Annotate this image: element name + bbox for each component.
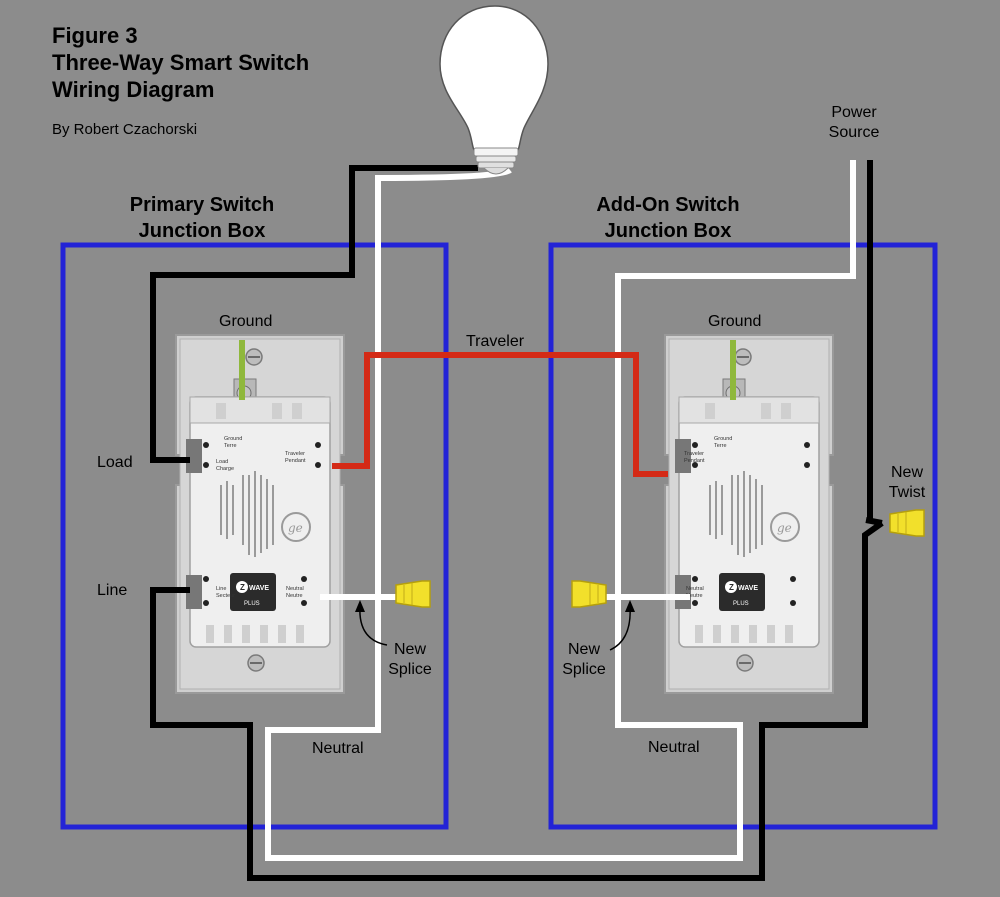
primary-wire-nut-icon — [395, 580, 431, 608]
traveler-wire — [332, 352, 668, 477]
primary-device-charge-text: Charge — [216, 466, 234, 472]
new-twist-line2: Twist — [888, 484, 926, 501]
addon-new-splice-line2: Splice — [562, 661, 606, 678]
traveler-label: Traveler — [466, 333, 525, 350]
addon-device-terre-text: Terre — [714, 443, 727, 449]
primary-new-splice-line1: New — [393, 641, 426, 658]
addon-ground-label: Ground — [708, 313, 762, 330]
addon-smart-switch — [664, 334, 834, 694]
addon-new-splice-label: New Splice — [554, 640, 614, 680]
line-label: Line — [97, 582, 128, 599]
primary-device-pendant-text: Pendant — [285, 458, 306, 464]
addon-box-title-line2: Junction Box — [604, 220, 732, 242]
light-bulb-icon — [439, 5, 549, 175]
primary-smart-switch — [175, 334, 345, 694]
figure-title-line3: Wiring Diagram — [52, 77, 215, 102]
addon-device-ground-text: Ground — [714, 436, 732, 442]
primary-splice-arrow — [355, 600, 388, 646]
primary-device-load-text: Load — [216, 459, 228, 465]
primary-device-neutre-text: Neutre — [286, 593, 303, 599]
primary-new-splice-label: New Splice — [380, 640, 440, 680]
primary-ground-label: Ground — [219, 313, 273, 330]
primary-neutral-label: Neutral — [312, 740, 364, 757]
primary-device-line-text: Line — [216, 586, 226, 592]
twist-wire-nut-icon — [889, 509, 925, 537]
addon-device-neutre-text: Neutre — [686, 593, 703, 599]
primary-junction-box — [60, 242, 449, 830]
new-twist-line1: New — [890, 464, 923, 481]
primary-new-splice-line2: Splice — [388, 661, 432, 678]
primary-box-title-line2: Junction Box — [138, 220, 266, 242]
primary-box-title-line1: Primary Switch — [129, 194, 275, 216]
figure-title-line1: Figure 3 — [52, 23, 138, 48]
line-hot-wire — [150, 160, 884, 881]
primary-box-title: Primary Switch Junction Box — [112, 192, 292, 244]
primary-device-traveler-text: Traveler — [285, 451, 305, 457]
load-label: Load — [97, 454, 133, 471]
power-source-line1: Power — [831, 104, 877, 121]
power-neutral-wire — [615, 160, 856, 600]
addon-device-traveler-text: Traveler — [684, 451, 704, 457]
addon-splice-arrow — [609, 600, 635, 651]
addon-new-splice-line1: New — [567, 641, 600, 658]
new-twist-label: New Twist — [878, 463, 936, 503]
primary-device-secteur-text: Secteur — [216, 593, 235, 599]
addon-box-title: Add-On Switch Junction Box — [578, 192, 758, 244]
load-wire — [150, 165, 478, 463]
addon-box-title-line1: Add-On Switch — [596, 194, 740, 216]
addon-neutral-label: Neutral — [648, 739, 700, 756]
addon-wire-nut-icon — [571, 580, 607, 608]
power-source-line2: Source — [828, 124, 880, 141]
addon-device-neutral-text: Neutral — [686, 586, 704, 592]
figure-title: Figure 3 Three-Way Smart Switch Wiring D… — [52, 22, 309, 103]
addon-device-pendant-text: Pendant — [684, 458, 705, 464]
figure-title-line2: Three-Way Smart Switch — [52, 50, 310, 75]
primary-device-terre-text: Terre — [224, 443, 237, 449]
power-source-label: Power Source — [812, 103, 896, 143]
primary-device-ground-text: Ground — [224, 436, 242, 442]
author-credit: By Robert Czachorski — [52, 121, 198, 138]
primary-device-neutral-text: Neutral — [286, 586, 304, 592]
